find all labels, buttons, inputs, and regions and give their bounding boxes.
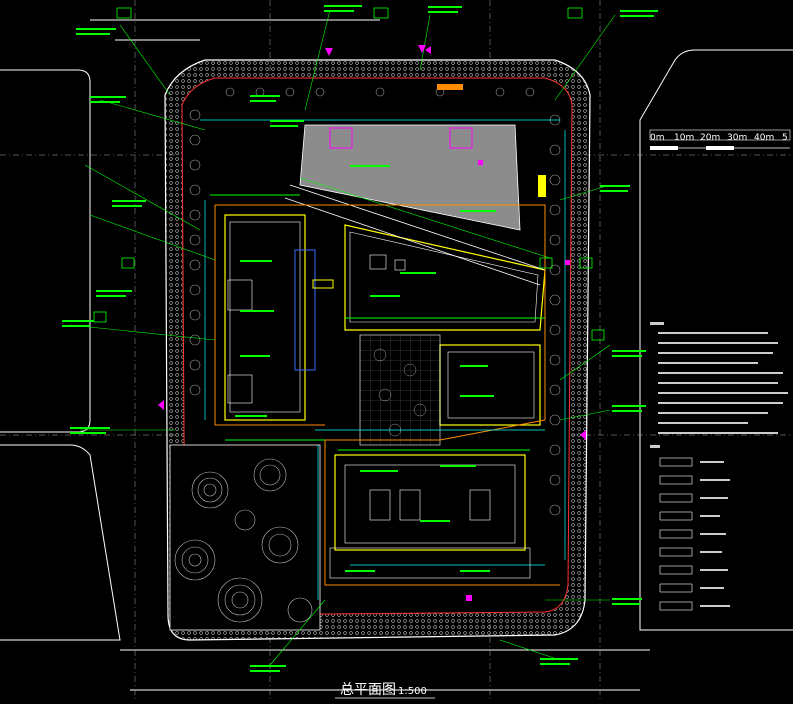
drawing-title-block: 总平面图 1:500 — [335, 682, 435, 699]
drawing-title: 总平面图 — [340, 682, 396, 698]
landscape-garden — [169, 444, 321, 631]
building-main — [344, 224, 546, 331]
annotation-leaders — [69, 9, 616, 666]
scale-label-0: 0m — [650, 133, 665, 143]
diagonal-driveway — [284, 177, 551, 286]
design-notes — [650, 322, 788, 434]
annotation-labels — [62, 5, 658, 672]
scale-label-30: 30m — [727, 133, 747, 143]
entrance-markers — [158, 45, 586, 601]
feature-elements — [312, 84, 546, 289]
scale-label-10: 10m — [674, 133, 694, 143]
site-road — [210, 194, 545, 451]
building-bottom — [329, 454, 531, 579]
scale-label-20: 20m — [700, 133, 720, 143]
utility-lines — [200, 119, 566, 600]
legend — [650, 445, 730, 611]
scale-label-50: 5 — [782, 133, 788, 143]
fire-lane — [214, 204, 560, 586]
scale-label-40: 40m — [754, 133, 774, 143]
surrounding-roads — [0, 19, 793, 691]
building-podium-gray — [299, 124, 521, 231]
courtyard-paving — [359, 334, 441, 446]
elevation-flags — [93, 7, 605, 341]
scale-bar: 0m 10m 20m 30m 40m 5 — [649, 129, 791, 150]
drawing-scale: 1:500 — [398, 686, 427, 697]
